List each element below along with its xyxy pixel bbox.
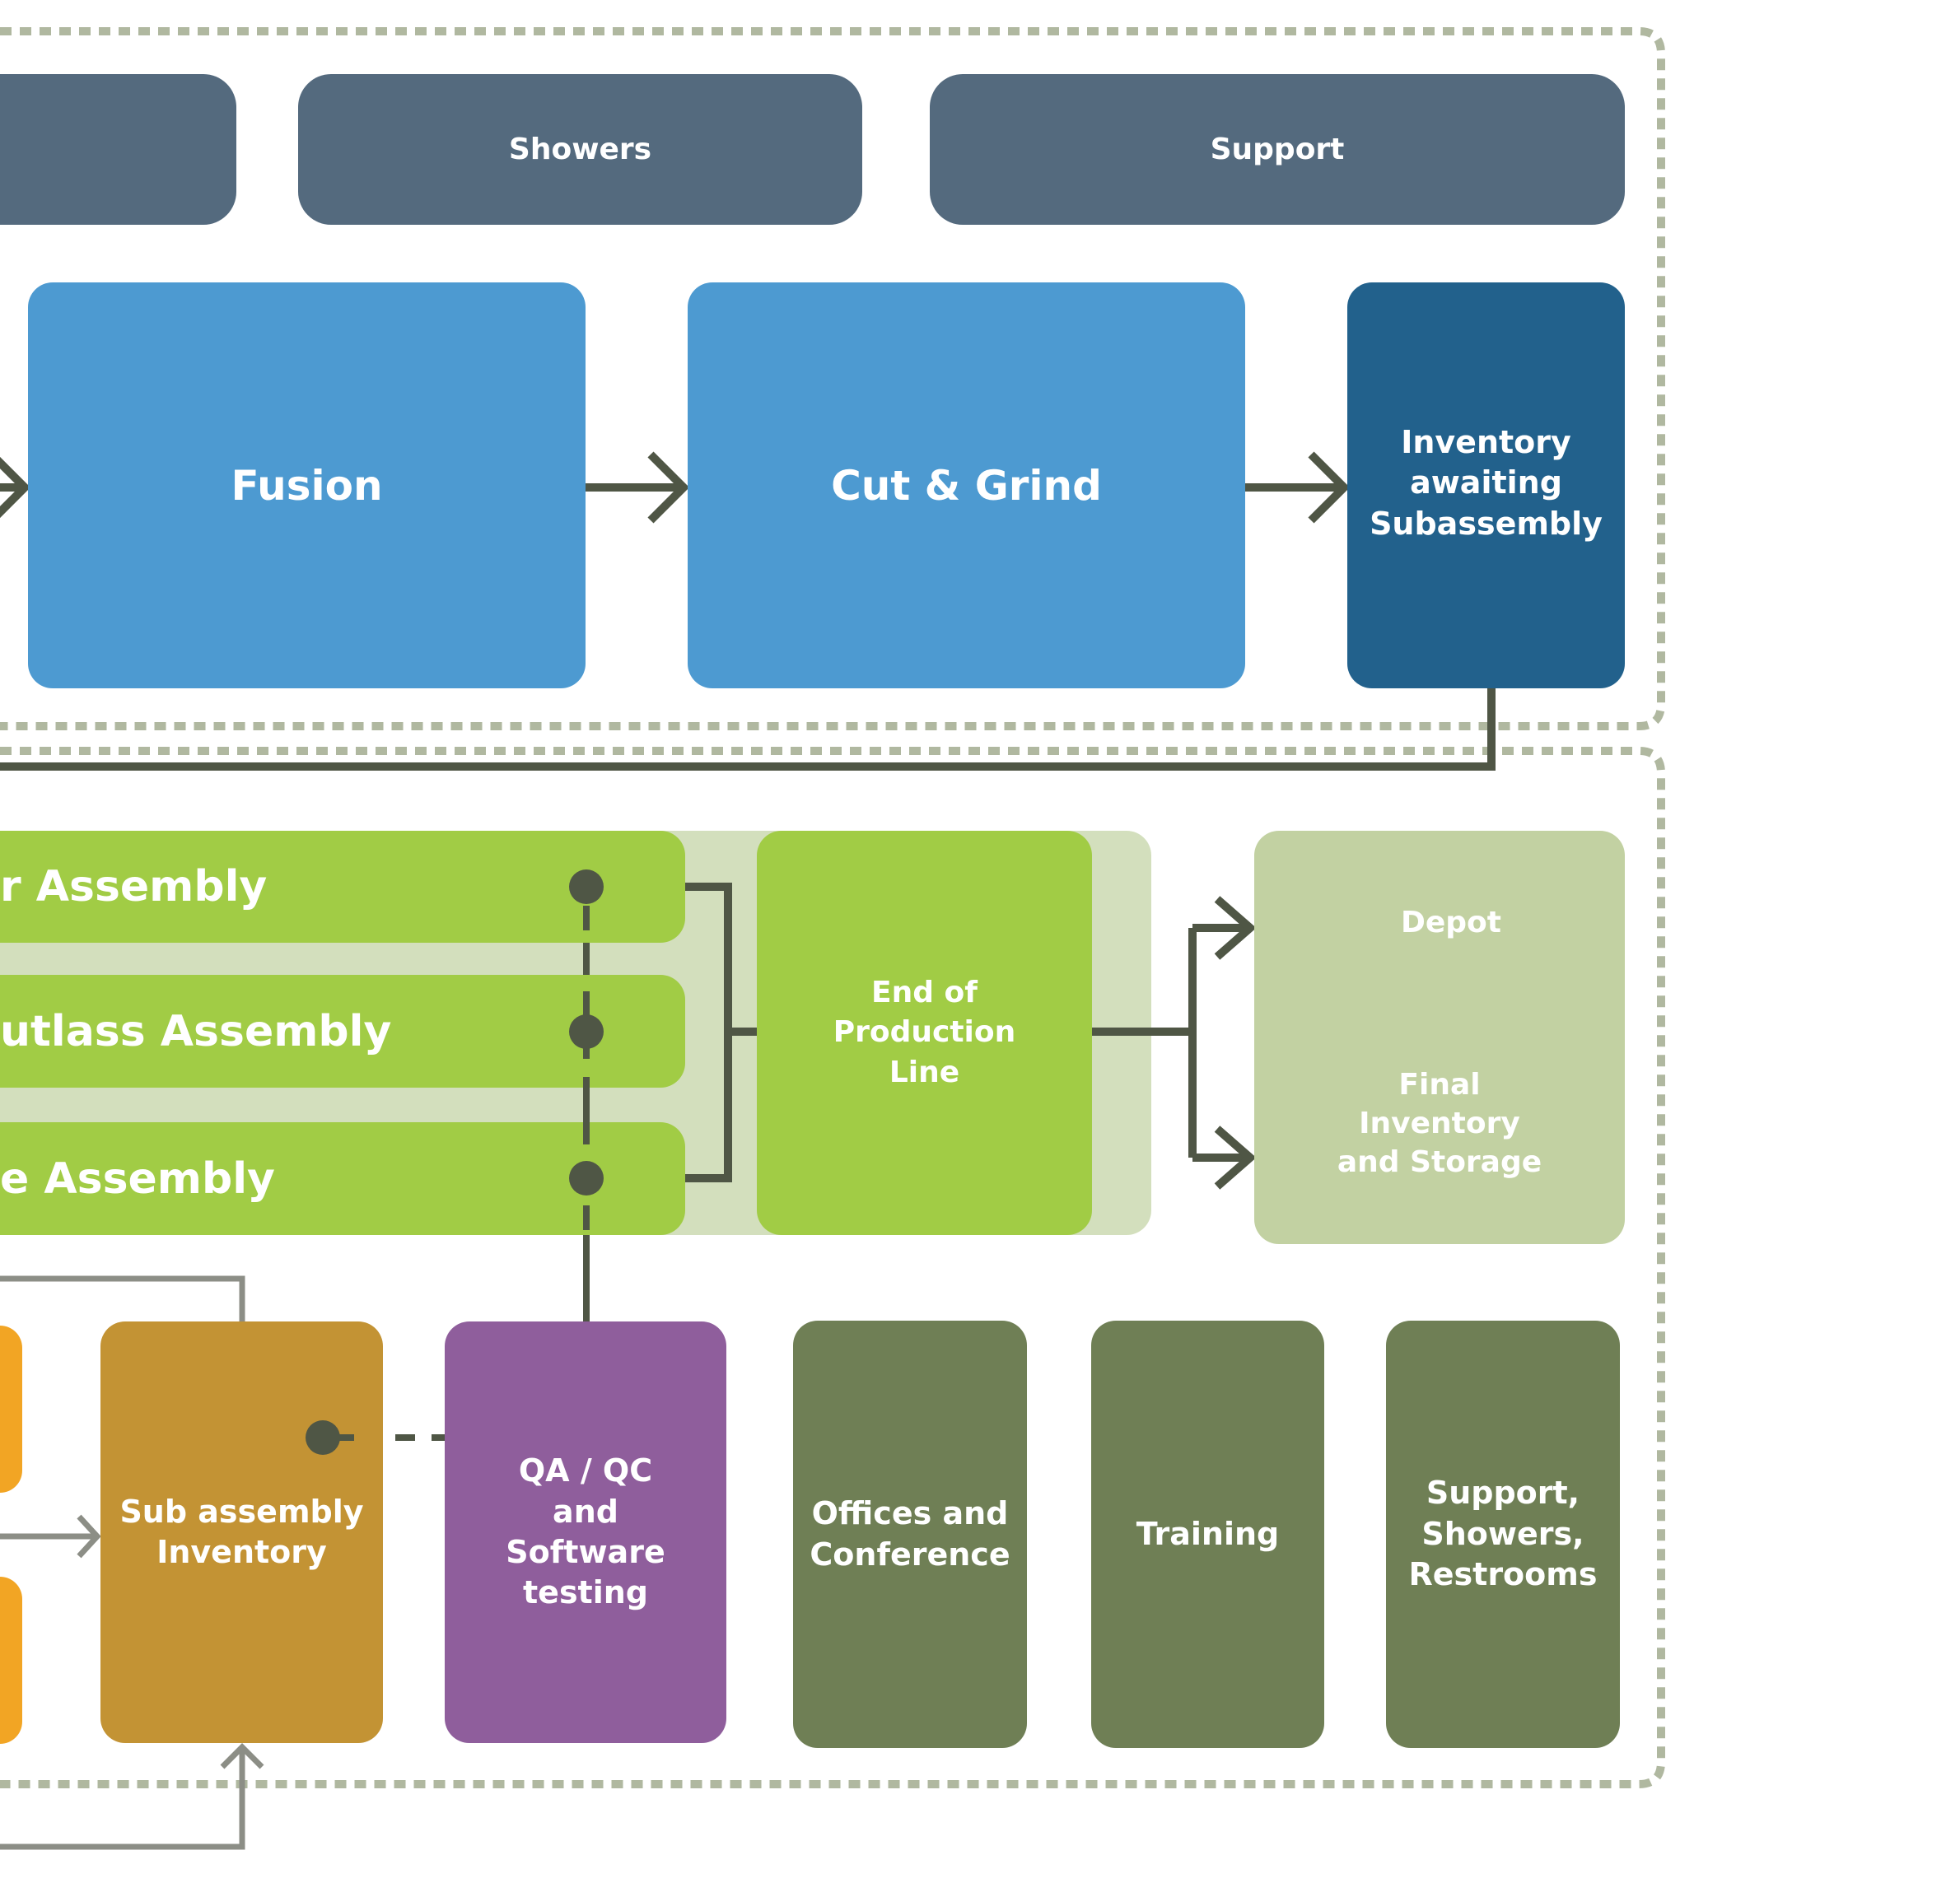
final-inventory-label: Final Inventory and Storage [1337, 1068, 1542, 1179]
arrow-into-fusion [0, 456, 31, 519]
subassembly-inventory-label: Sub assembly Inventory [119, 1493, 364, 1570]
end-of-production-box: End of Production Line [757, 831, 1092, 1235]
orange-box-1 [0, 1326, 22, 1493]
assembly-bar-3-label: e Assembly [0, 1154, 275, 1204]
arrow-to-depot [1214, 896, 1257, 960]
assembly-bar-2-label: utlass Assembly [0, 1006, 392, 1056]
offices-label: Offices and Conference [810, 1495, 1010, 1573]
fusion-label: Fusion [231, 461, 383, 510]
assembly-bar-1: r Assembly [0, 831, 685, 943]
training-box: Training [1091, 1321, 1324, 1748]
arrow-cut-to-inventory [1245, 451, 1351, 524]
offices-box: Offices and Conference [793, 1321, 1027, 1748]
showers-box: Showers [298, 74, 862, 225]
assembly-merge-bracket [685, 883, 757, 1182]
qa-qc-box: QA / QC and Software testing [445, 1321, 726, 1743]
subassembly-top-loop [0, 1275, 245, 1321]
depot-final-box [1254, 831, 1625, 1244]
assembly-bar-2: utlass Assembly [0, 975, 685, 1088]
assembly-bar-1-label: r Assembly [0, 862, 268, 911]
support-box: Support [930, 74, 1625, 225]
split-to-destinations [1092, 924, 1252, 1162]
top-zone-border [0, 27, 1665, 730]
cut-grind-box: Cut & Grind [688, 282, 1245, 688]
orange-box-2 [0, 1577, 22, 1744]
support-label: Support [1210, 133, 1345, 166]
fusion-box: Fusion [28, 282, 586, 688]
depot-label: Depot [1400, 906, 1501, 939]
top-row-box-1 [0, 74, 236, 225]
support-showers-label: Support, Showers, Restrooms [1408, 1475, 1598, 1593]
inventory-awaiting-box: Inventory awaiting Subassembly [1347, 282, 1625, 688]
subassembly-inventory-box: Sub assembly Inventory [100, 1321, 383, 1743]
qa-qc-label: QA / QC and Software testing [506, 1452, 665, 1611]
assembly-bar-3: e Assembly [0, 1122, 685, 1235]
inventory-feed-line [0, 688, 1496, 771]
subassembly-side-arrow [0, 1514, 101, 1559]
support-showers-box: Support, Showers, Restrooms [1386, 1321, 1620, 1748]
bottom-zone-border [0, 747, 1665, 1788]
training-label: Training [1136, 1515, 1280, 1552]
cut-grind-label: Cut & Grind [831, 461, 1102, 510]
showers-label: Showers [508, 133, 652, 166]
inventory-awaiting-label: Inventory awaiting Subassembly [1370, 424, 1603, 542]
arrow-to-final [1214, 1126, 1257, 1190]
arrow-fusion-to-cut [586, 451, 690, 524]
subassembly-bottom-loop [0, 1743, 264, 1850]
end-of-production-label: End of Production Line [833, 975, 1016, 1089]
